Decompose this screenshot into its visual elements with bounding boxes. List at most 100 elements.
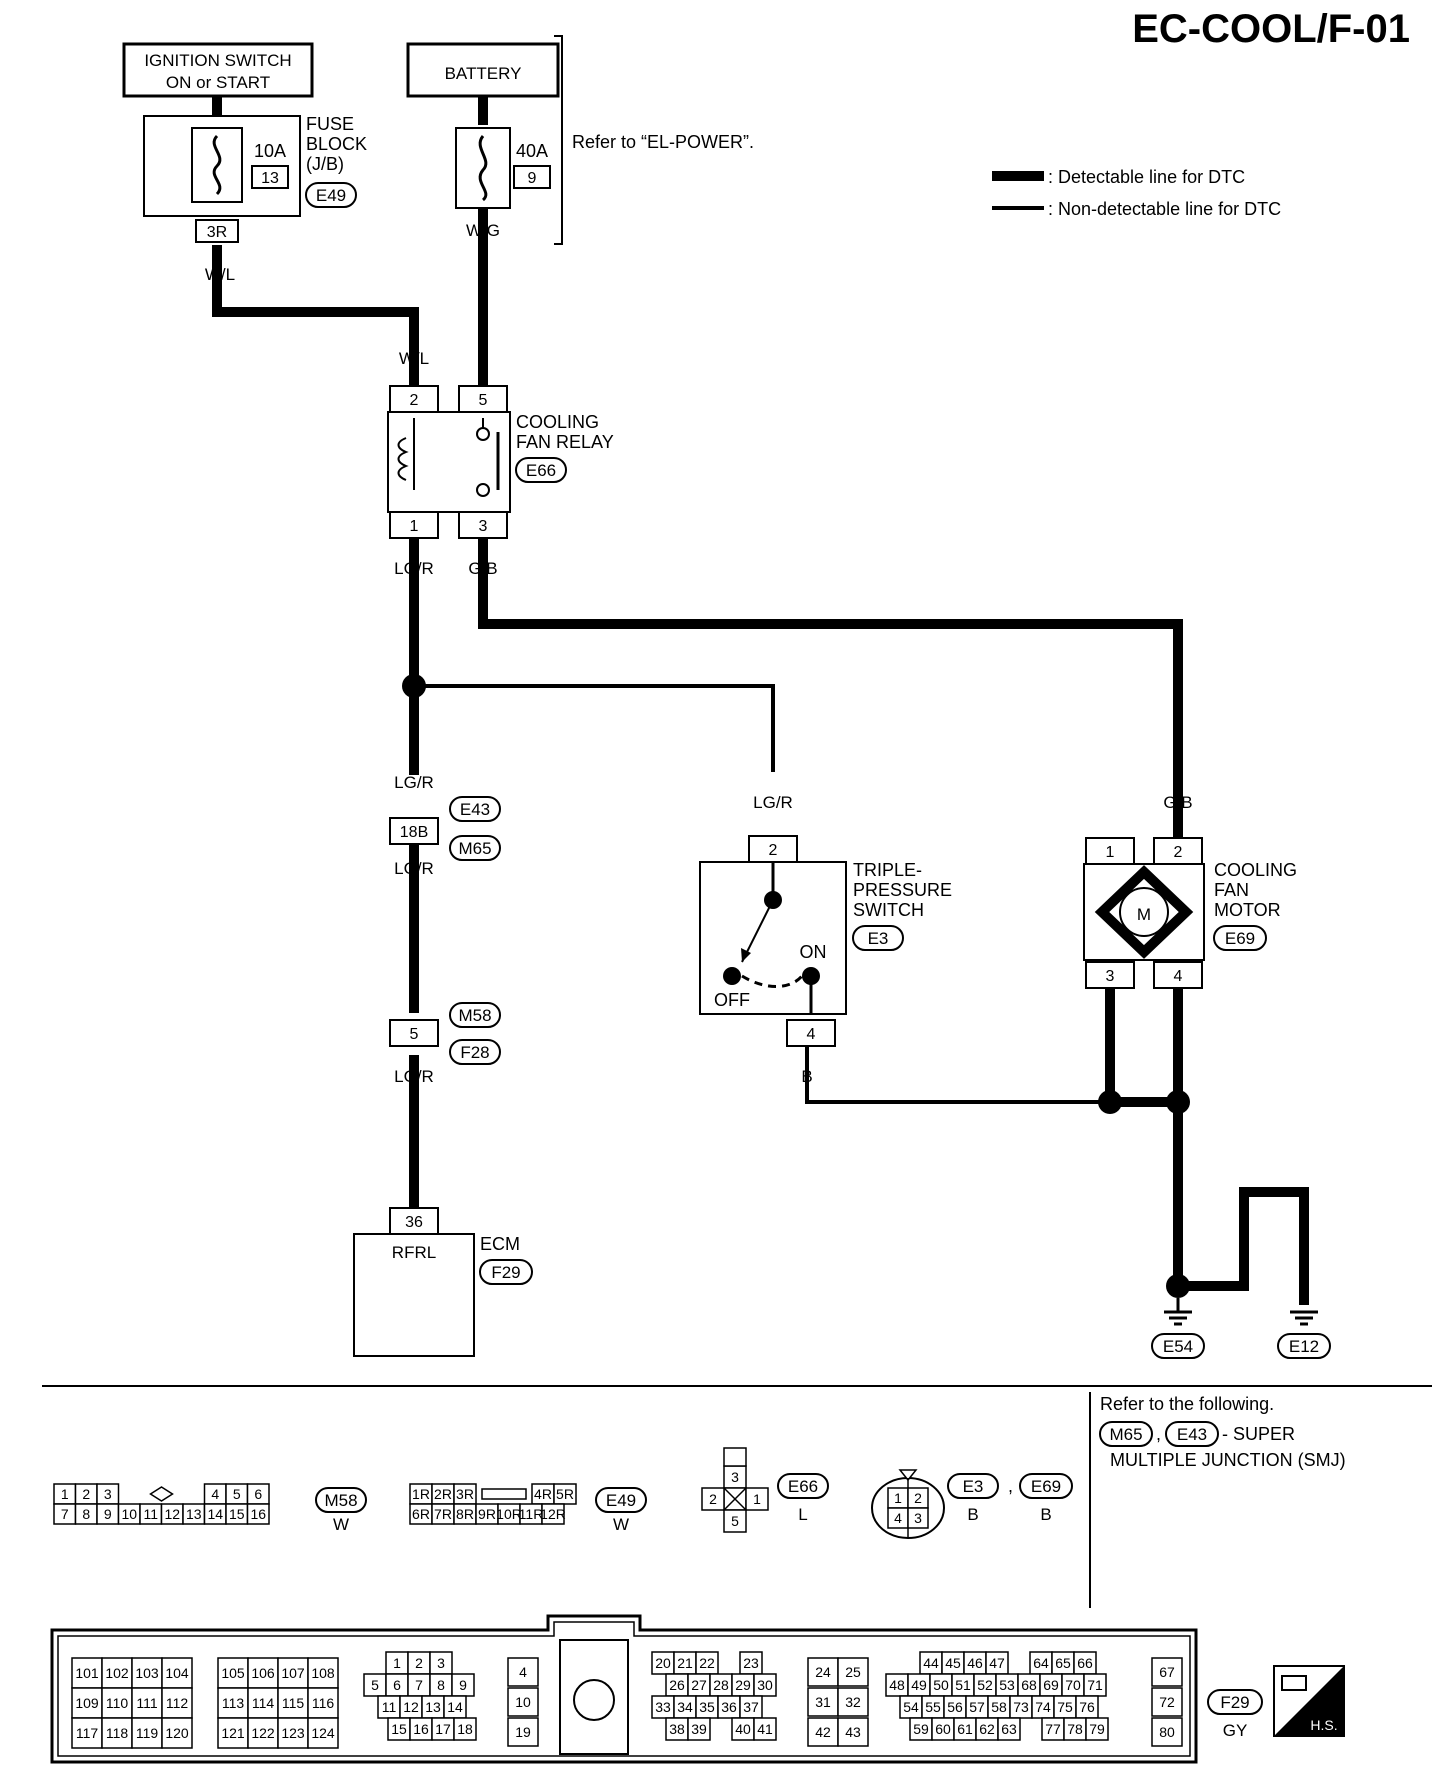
fuse-block: 10A 13 FUSE BLOCK (J/B) E49 3R xyxy=(143,114,367,243)
f29-pin: 109 xyxy=(75,1695,99,1711)
f29-pin: 66 xyxy=(1077,1655,1093,1671)
f29-pin: 50 xyxy=(933,1677,949,1693)
f29-pin: 112 xyxy=(166,1695,189,1711)
m58-pin: 7 xyxy=(61,1506,69,1522)
relay-pin-2: 2 xyxy=(410,392,419,409)
fuse-10a-rating: 10A xyxy=(254,141,286,161)
ground-e12: E12 xyxy=(1277,1310,1331,1359)
m58-view-id: M58 xyxy=(324,1491,357,1510)
ecm-connector-id: F29 xyxy=(491,1263,520,1282)
f29-pin: 64 xyxy=(1033,1655,1049,1671)
splice-b-ground xyxy=(1166,1274,1190,1298)
wire-label-lgr-relay: LG/R xyxy=(394,559,434,578)
f29-pin: 57 xyxy=(969,1699,985,1715)
f29-view-id: F29 xyxy=(1220,1693,1249,1712)
f29-pin: 59 xyxy=(913,1721,929,1737)
wire-label-b-motor4: B xyxy=(1172,1009,1183,1028)
f29-pin: 71 xyxy=(1087,1677,1103,1693)
f29-pin: 63 xyxy=(1001,1721,1017,1737)
switch-contact-off xyxy=(723,967,741,985)
e49-pin: 11R xyxy=(519,1506,544,1522)
f29-pin: 108 xyxy=(311,1665,335,1681)
f29-pin: 22 xyxy=(699,1655,715,1671)
f29-pin: 114 xyxy=(252,1695,275,1711)
m58-pin: 2 xyxy=(82,1486,90,1502)
f29-pin: 113 xyxy=(222,1695,245,1711)
switch-label-2: PRESSURE xyxy=(853,880,952,900)
f29-pin: 14 xyxy=(447,1699,463,1715)
legend-non-detectable-label: : Non-detectable line for DTC xyxy=(1048,199,1281,219)
e49-pin: 9R xyxy=(478,1506,496,1522)
motor-symbol: M xyxy=(1137,905,1151,924)
junction-connector: 18B E43 M65 xyxy=(389,796,501,861)
switch-pin-2: 2 xyxy=(769,842,778,859)
wire-label-lgr-junction-bottom: LG/R xyxy=(394,859,434,878)
e3-pin-2: 2 xyxy=(914,1490,922,1506)
f29-pin: 62 xyxy=(979,1721,995,1737)
f29-pin: 17 xyxy=(435,1721,451,1737)
motor-pin-3: 3 xyxy=(1106,968,1115,985)
connector-m58-id: M58 xyxy=(458,1006,491,1025)
f29-pin: 74 xyxy=(1035,1699,1051,1715)
f29-pin: 35 xyxy=(699,1699,715,1715)
connector-f28-id: F28 xyxy=(460,1043,489,1062)
battery-reference-note: Refer to “EL-POWER”. xyxy=(572,132,754,152)
e3-view-color: B xyxy=(967,1505,978,1524)
f29-pin: 60 xyxy=(935,1721,951,1737)
wire-label-b-loop: B xyxy=(1238,1231,1249,1250)
f29-pin: 1 xyxy=(393,1655,401,1671)
relay-connector-id: E66 xyxy=(526,461,556,480)
e66-pin-1: 1 xyxy=(753,1491,761,1507)
m58-pin: 1 xyxy=(61,1486,69,1502)
motor-pin-1: 1 xyxy=(1106,844,1115,861)
f29-pin: 42 xyxy=(815,1724,831,1740)
fuse-block-jb: (J/B) xyxy=(306,154,344,174)
relay-pin-3: 3 xyxy=(479,518,488,535)
switch-label-3: SWITCH xyxy=(853,900,924,920)
e3-view-id: E3 xyxy=(963,1477,984,1496)
splices xyxy=(402,674,1190,1298)
cooling-fan-motor: 1 2 M 3 4 COOLING FAN MOTOR E69 xyxy=(1083,837,1297,989)
m58-view-color: W xyxy=(333,1515,349,1534)
f29-pin: 47 xyxy=(989,1655,1005,1671)
ecm: 36 RFRL ECM F29 xyxy=(353,1207,533,1357)
f29-pin: 101 xyxy=(75,1665,99,1681)
connector-m58-f28: 5 M58 F28 xyxy=(389,1002,501,1065)
f29-lock-icon xyxy=(573,1679,615,1721)
e3-pin-4: 4 xyxy=(894,1510,902,1526)
e49-pin: 7R xyxy=(434,1506,452,1522)
battery: BATTERY 40A 9 Refer to “EL-POWER”. xyxy=(406,35,754,245)
e49-key-icon xyxy=(481,1488,527,1500)
f29-pin: 51 xyxy=(955,1677,971,1693)
ignition-switch-state: ON or START xyxy=(166,73,270,92)
f29-pin: 56 xyxy=(947,1699,963,1715)
f29-pin: 6 xyxy=(393,1677,401,1693)
f29-pin: 77 xyxy=(1045,1721,1061,1737)
fuse-10a-symbol xyxy=(212,134,222,196)
f29-pin: 11 xyxy=(382,1699,397,1715)
f29-pin: 16 xyxy=(413,1721,429,1737)
fuse-40a-symbol xyxy=(478,135,488,202)
m58-pin: 14 xyxy=(207,1506,223,1522)
wire-lgr-branch xyxy=(414,684,775,772)
f29-pin: 45 xyxy=(945,1655,961,1671)
f29-pin: 30 xyxy=(757,1677,773,1693)
f29-pin: 68 xyxy=(1021,1677,1037,1693)
relay-pin-5: 5 xyxy=(479,392,488,409)
wires xyxy=(212,89,1309,1305)
f29-pin: 24 xyxy=(815,1664,831,1680)
wire-labels: W/L W/G W/L LG/R G/B LG/R LG/R LG/R LG/R… xyxy=(205,221,1310,1250)
f29-pin: 38 xyxy=(669,1721,685,1737)
f29-pin: 19 xyxy=(515,1724,531,1740)
wire-label-lgr-switch: LG/R xyxy=(753,793,793,812)
m58-pin: 5 xyxy=(410,1026,419,1043)
e49-pin: 6R xyxy=(412,1506,430,1522)
f29-pin: 46 xyxy=(967,1655,983,1671)
reference-smj: MULTIPLE JUNCTION (SMJ) xyxy=(1110,1450,1346,1470)
f29-pin: 115 xyxy=(282,1695,305,1711)
relay-contact-bottom xyxy=(476,483,490,497)
f29-pin: 48 xyxy=(889,1677,905,1693)
motor-label: COOLING xyxy=(1214,860,1297,880)
